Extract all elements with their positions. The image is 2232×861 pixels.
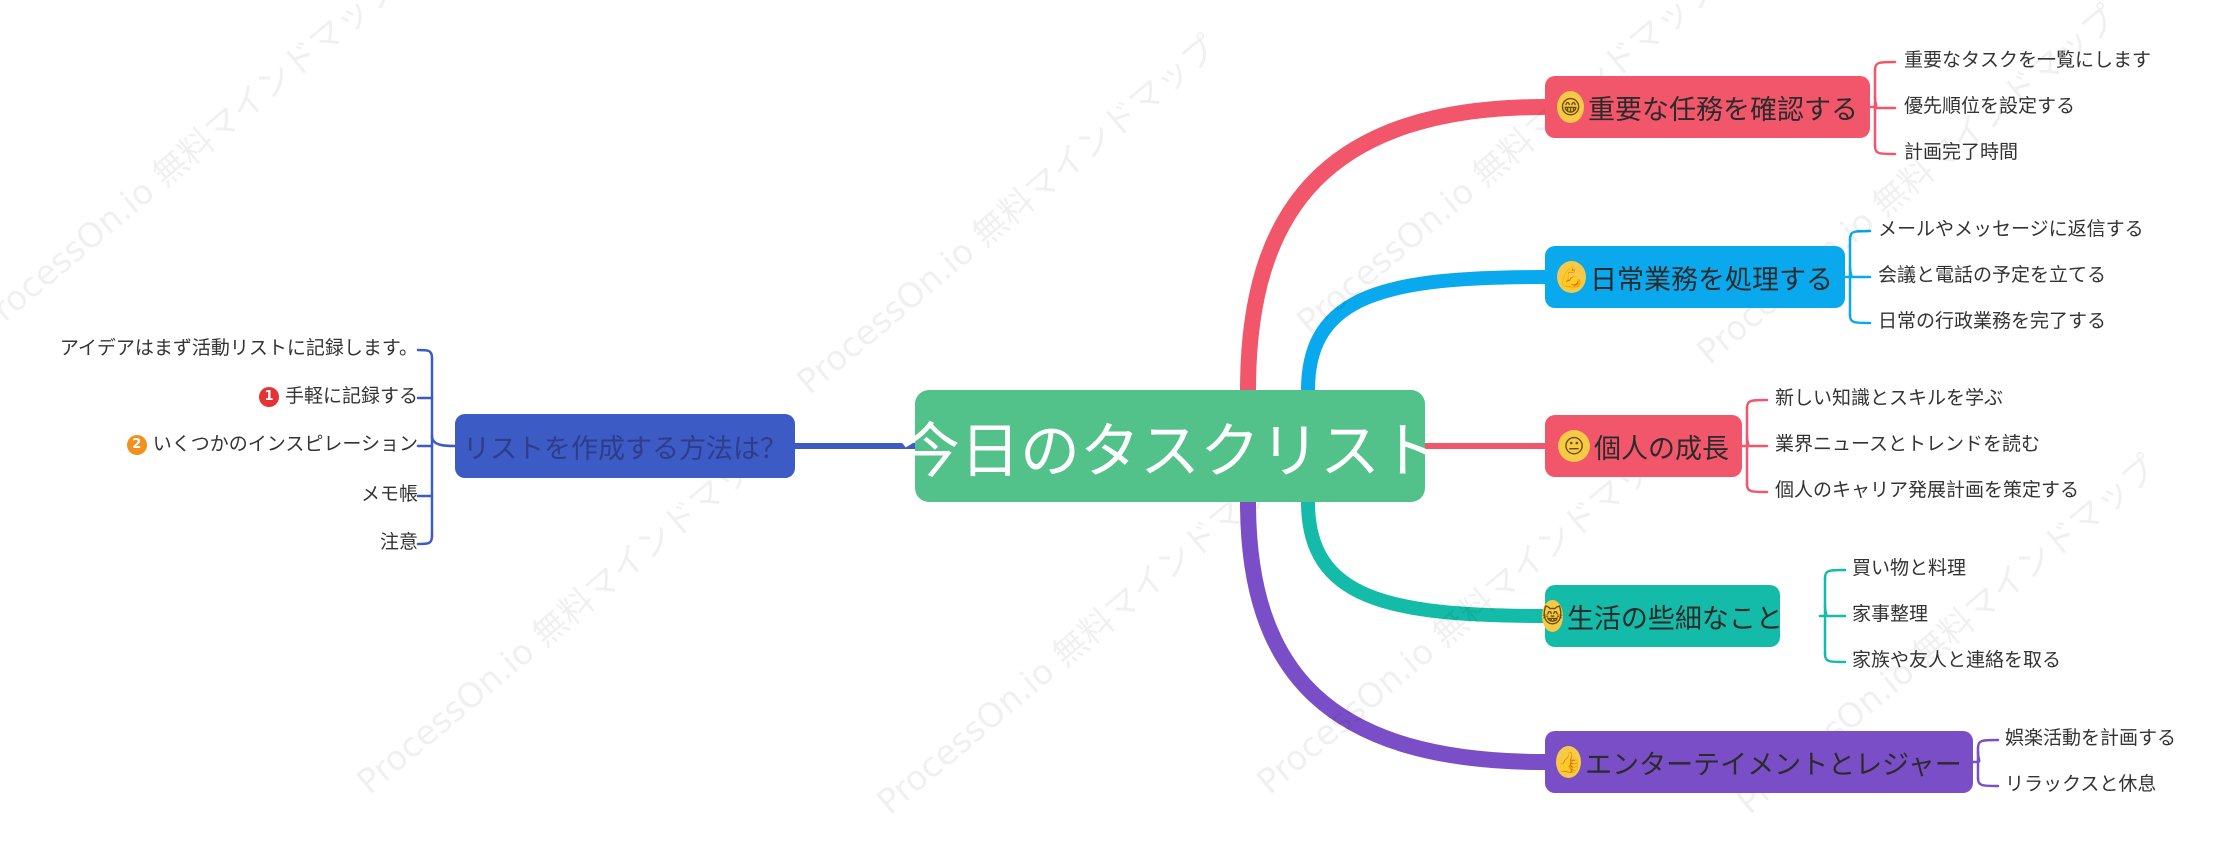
leaf-topic[interactable]: 重要なタスクを一覧にします (1904, 49, 2152, 71)
leaf-topic-label: アイデアはまず活動リストに記録します。 (59, 337, 418, 359)
topic-label: 日常業務を処理する (1590, 264, 1833, 296)
topic-daily-work[interactable]: 💪 日常業務を処理する (1545, 246, 1845, 308)
connector-line (1848, 229, 1872, 241)
flexed-arm-icon: 💪 (1557, 261, 1586, 293)
priority-marker-icon: 1 (258, 386, 279, 407)
topic-check-important-tasks[interactable]: 😁 重要な任務を確認する (1545, 76, 1870, 138)
topic-personal-growth[interactable]: 😐 個人の成長 (1545, 415, 1742, 477)
leaf-topic-label: 手軽に記録する (284, 385, 418, 407)
topic-entertainment-leisure[interactable]: 👍 エンターテイメントとレジャー (1545, 731, 1973, 793)
leaf-topic-label: 注意 (379, 531, 418, 553)
leaf-topic[interactable]: 個人のキャリア発展計画を策定する (1775, 479, 2080, 501)
root-topic-label: 今日のタスクリスト (900, 416, 1440, 487)
leaf-topic[interactable]: メールやメッセージに返信する (1878, 218, 2144, 240)
leaf-topic[interactable]: メモ帳 (361, 482, 418, 506)
topic-label: リストを作成する方法は？ (463, 433, 787, 465)
leaf-topic[interactable]: 優先順位を設定する (1904, 95, 2076, 117)
leaf-topic[interactable]: アイデアはまず活動リストに記録します。 (60, 336, 418, 360)
leaf-topic-label: メモ帳 (360, 483, 418, 505)
topic-label: 重要な任務を確認する (1588, 94, 1858, 126)
leaf-topic[interactable]: 新しい知識とスキルを学ぶ (1775, 387, 2004, 409)
grin-face-icon: 😁 (1557, 91, 1584, 123)
connector-line (1848, 313, 1872, 325)
connector-line (1745, 398, 1769, 410)
leaf-topic[interactable]: リラックスと休息 (2005, 773, 2157, 795)
connector-line (1745, 482, 1769, 494)
cat-face-icon: 😸 (1542, 600, 1563, 632)
connector-line (1976, 776, 2000, 788)
leaf-topic[interactable]: 娯楽活動を計画する (2005, 727, 2177, 749)
connector-line (430, 434, 457, 448)
leaf-topic-label: いくつかのインスピレーション (152, 433, 418, 455)
connector-line (1873, 60, 1897, 72)
priority-marker-icon: 2 (126, 434, 147, 455)
leaf-topic[interactable]: 家事整理 (1852, 603, 1929, 625)
connector-line (1976, 738, 2000, 750)
root-topic[interactable]: 今日のタスクリスト (900, 390, 1440, 502)
connector-line (416, 534, 434, 546)
connector-line (1823, 652, 1847, 664)
connector-line (1823, 568, 1847, 580)
leaf-topic[interactable]: 家族や友人と連絡を取る (1852, 649, 2062, 671)
leaf-topic[interactable]: 会議と電話の予定を立てる (1878, 264, 2107, 286)
leaf-topic[interactable]: 計画完了時間 (1904, 141, 2019, 163)
topic-label: 生活の些細なこと (1566, 603, 1783, 635)
connector-line (1240, 494, 1553, 770)
connector-line (1301, 270, 1552, 397)
leaf-topic[interactable]: 注意 (380, 530, 418, 554)
connector-line (416, 348, 434, 360)
leaf-topic[interactable]: 買い物と料理 (1852, 557, 1967, 579)
topic-life-details[interactable]: 😸 生活の些細なこと (1542, 585, 1783, 647)
leaf-topic[interactable]: 業界ニュースとトレンドを読む (1775, 433, 2041, 455)
neutral-face-icon: 😐 (1558, 430, 1590, 462)
topic-label: エンターテイメントとレジャー (1585, 749, 1962, 781)
connector-line (1240, 99, 1553, 398)
topic-label: 個人の成長 (1594, 433, 1729, 465)
topic-how-to-create-list[interactable]: リストを作成する方法は？ (455, 414, 795, 478)
connector-line (1873, 144, 1897, 156)
thumbs-up-icon: 👍 (1556, 746, 1582, 778)
connector-line (1301, 495, 1552, 623)
leaf-topic[interactable]: 日常の行政業務を完了する (1878, 310, 2107, 332)
